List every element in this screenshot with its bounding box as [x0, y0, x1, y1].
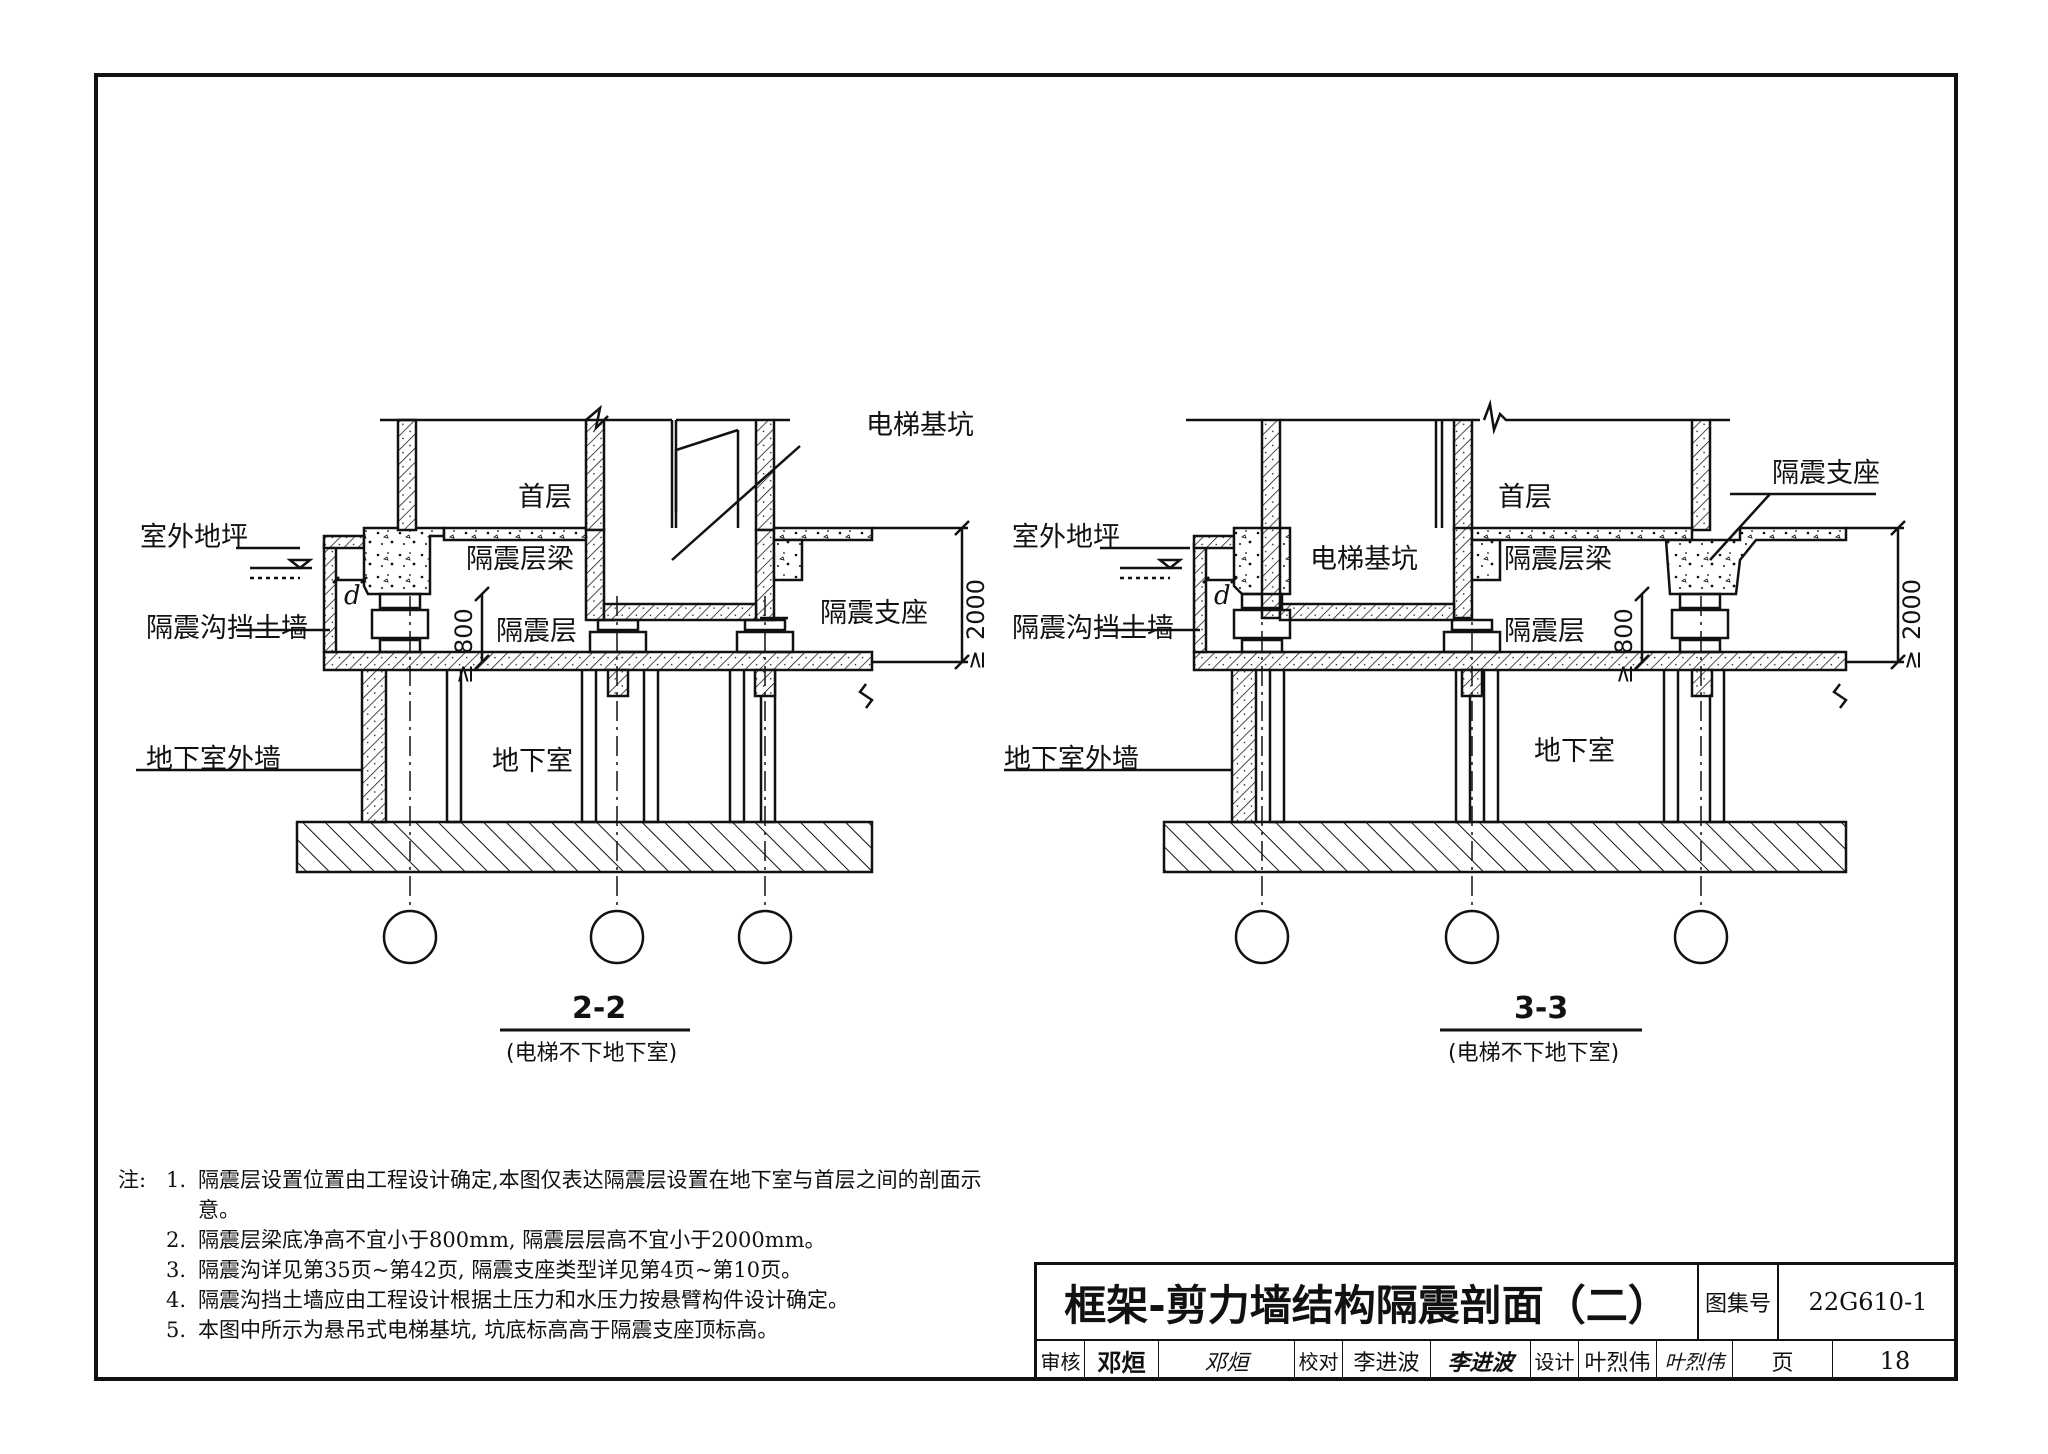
- label-first-floor-3-3: 首层: [1498, 482, 1552, 513]
- page-label: 页: [1733, 1341, 1833, 1380]
- checker-signature: 李进波: [1431, 1341, 1531, 1380]
- check-label: 校对: [1295, 1341, 1343, 1380]
- label-basement-wall-2-2: 地下室外墙: [146, 744, 281, 775]
- axis-circle: [382, 909, 438, 965]
- checker: 李进波: [1343, 1341, 1431, 1380]
- section-subtitle-2-2: (电梯不下地下室): [506, 1041, 677, 1066]
- dim-800-2-2: 800 ≥: [450, 608, 478, 684]
- label-basement-2-2: 地下室: [492, 746, 573, 777]
- reviewer: 邓烜: [1085, 1341, 1159, 1380]
- notes: 注: 1. 隔震层设置位置由工程设计确定,本图仅表达隔震层设置在地下室与首层之间…: [118, 1165, 998, 1345]
- section-3-3: [1004, 399, 1906, 1032]
- section-2-2: [136, 404, 970, 1032]
- label-isolation-beam-2-2: 隔震层梁: [466, 544, 574, 575]
- atlas-label: 图集号: [1699, 1265, 1779, 1341]
- designer-signature: 叶烈伟: [1657, 1341, 1733, 1380]
- page-number: 18: [1879, 1346, 1911, 1375]
- note-item: 2. 隔震层梁底净高不宜小于800mm, 隔震层层高不宜小于2000mm。: [166, 1228, 826, 1252]
- review-label: 审核: [1037, 1341, 1085, 1380]
- svg-text:2000: 2000: [1898, 579, 1926, 640]
- label-isolation-bearing-2-2: 隔震支座: [820, 598, 928, 629]
- drawing-frame: [94, 73, 1958, 1381]
- reviewer-signature: 邓烜: [1159, 1341, 1295, 1380]
- dim-800-3-3: 800 ≥: [1610, 608, 1638, 684]
- design-label: 设计: [1531, 1341, 1579, 1380]
- label-first-floor-2-2: 首层: [518, 482, 572, 513]
- label-isolation-layer-2-2: 隔震层: [496, 616, 577, 647]
- svg-text:≥: ≥: [450, 664, 478, 684]
- dim-2000-3-3: 2000 ≥: [1898, 579, 1926, 670]
- label-outdoor-ground-3-3: 室外地坪: [1012, 522, 1120, 553]
- label-retaining-wall-2-2: 隔震沟挡土墙: [146, 613, 308, 644]
- label-outdoor-ground-2-2: 室外地坪: [140, 522, 248, 553]
- section-title-2-2: 2-2: [572, 991, 626, 1026]
- isolation-bearing-2-2: [370, 592, 795, 654]
- label-retaining-wall-3-3: 隔震沟挡土墙: [1012, 613, 1174, 644]
- note-item: 3. 隔震沟详见第35页~第42页, 隔震支座类型详见第4页~第10页。: [166, 1258, 803, 1282]
- axis-circle: [737, 909, 793, 965]
- svg-text:800: 800: [450, 608, 478, 654]
- label-isolation-layer-3-3: 隔震层: [1504, 616, 1585, 647]
- axis-circle: [1234, 909, 1290, 965]
- axis-circle: [1444, 909, 1500, 965]
- axis-circle: [1673, 909, 1729, 965]
- svg-text:≥: ≥: [1898, 650, 1926, 670]
- label-elevator-pit-2-2: 电梯基坑: [866, 410, 974, 441]
- note-item: 注: 1. 隔震层设置位置由工程设计确定,本图仅表达隔震层设置在地下室与首层之间…: [118, 1165, 998, 1225]
- label-elevator-pit-3-3: 电梯基坑: [1310, 544, 1418, 575]
- atlas-number: 22G610-1: [1779, 1265, 1957, 1341]
- svg-text:800: 800: [1610, 608, 1638, 654]
- svg-text:≥: ≥: [962, 650, 990, 670]
- label-isolation-bearing-3-3: 隔震支座: [1772, 458, 1880, 489]
- label-gap-d-3-3: d: [1214, 581, 1231, 611]
- dim-2000-2-2: 2000 ≥: [962, 579, 990, 670]
- axis-circle: [589, 909, 645, 965]
- label-basement-3-3: 地下室: [1534, 736, 1615, 767]
- section-title-3-3: 3-3: [1514, 991, 1568, 1026]
- drawing-title: 框架-剪力墙结构隔震剖面（二）: [1037, 1265, 1699, 1341]
- label-basement-wall-3-3: 地下室外墙: [1004, 744, 1139, 775]
- label-isolation-beam-3-3: 隔震层梁: [1504, 544, 1612, 575]
- title-block: 框架-剪力墙结构隔震剖面（二） 图集号 22G610-1 审核 邓烜 邓烜 校对…: [1034, 1262, 1957, 1380]
- note-item: 4. 隔震沟挡土墙应由工程设计根据土压力和水压力按悬臂构件设计确定。: [166, 1288, 849, 1312]
- svg-text:≥: ≥: [1610, 664, 1638, 684]
- note-item: 5. 本图中所示为悬吊式电梯基坑, 坑底标高高于隔震支座顶标高。: [166, 1318, 779, 1342]
- label-gap-d-2-2: d: [344, 581, 361, 611]
- notes-heading: 注:: [118, 1168, 147, 1192]
- svg-text:2000: 2000: [962, 579, 990, 640]
- designer: 叶烈伟: [1579, 1341, 1657, 1380]
- section-subtitle-3-3: (电梯不下地下室): [1448, 1041, 1619, 1066]
- isolation-bearing-3-3: [1232, 592, 1730, 654]
